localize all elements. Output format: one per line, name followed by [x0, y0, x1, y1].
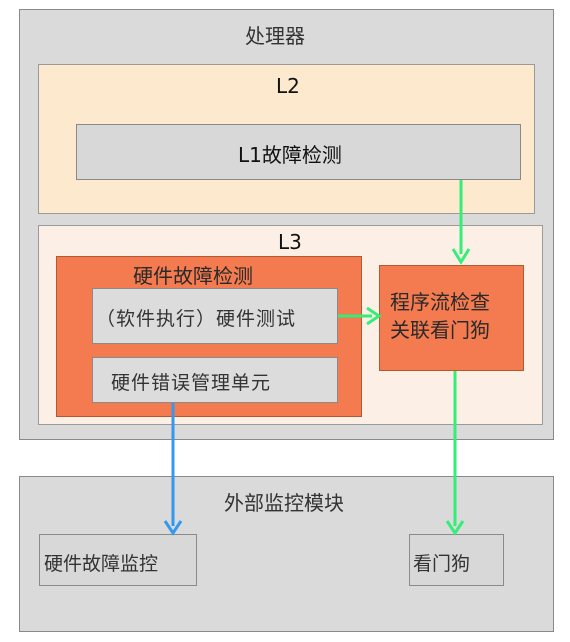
l1-fault-detect-label: L1故障检测: [238, 143, 342, 167]
error-management-unit-box: [92, 357, 338, 403]
program-flow-check-line1: 程序流检查: [390, 290, 490, 314]
hardware-fault-monitor-box: [39, 534, 197, 586]
software-hardware-test-label: （软件执行）硬件测试: [96, 308, 297, 330]
processor-label: 处理器: [245, 24, 305, 48]
error-management-unit-label: 硬件错误管理单元: [111, 372, 272, 394]
program-flow-check-box: [379, 265, 524, 371]
l2-label: L2: [276, 74, 300, 98]
external-monitor-label: 外部监控模块: [224, 491, 344, 515]
watchdog-label: 看门狗: [413, 553, 471, 575]
program-flow-check-line2: 关联看门狗: [390, 318, 490, 342]
hardware-fault-monitor-label: 硬件故障监控: [44, 553, 159, 575]
l3-label: L3: [278, 230, 302, 254]
watchdog-box: [409, 534, 504, 586]
hardware-fault-detect-label: 硬件故障检测: [133, 264, 253, 288]
software-hardware-test-box: [92, 288, 338, 344]
l1-fault-detect-box: [76, 124, 521, 180]
